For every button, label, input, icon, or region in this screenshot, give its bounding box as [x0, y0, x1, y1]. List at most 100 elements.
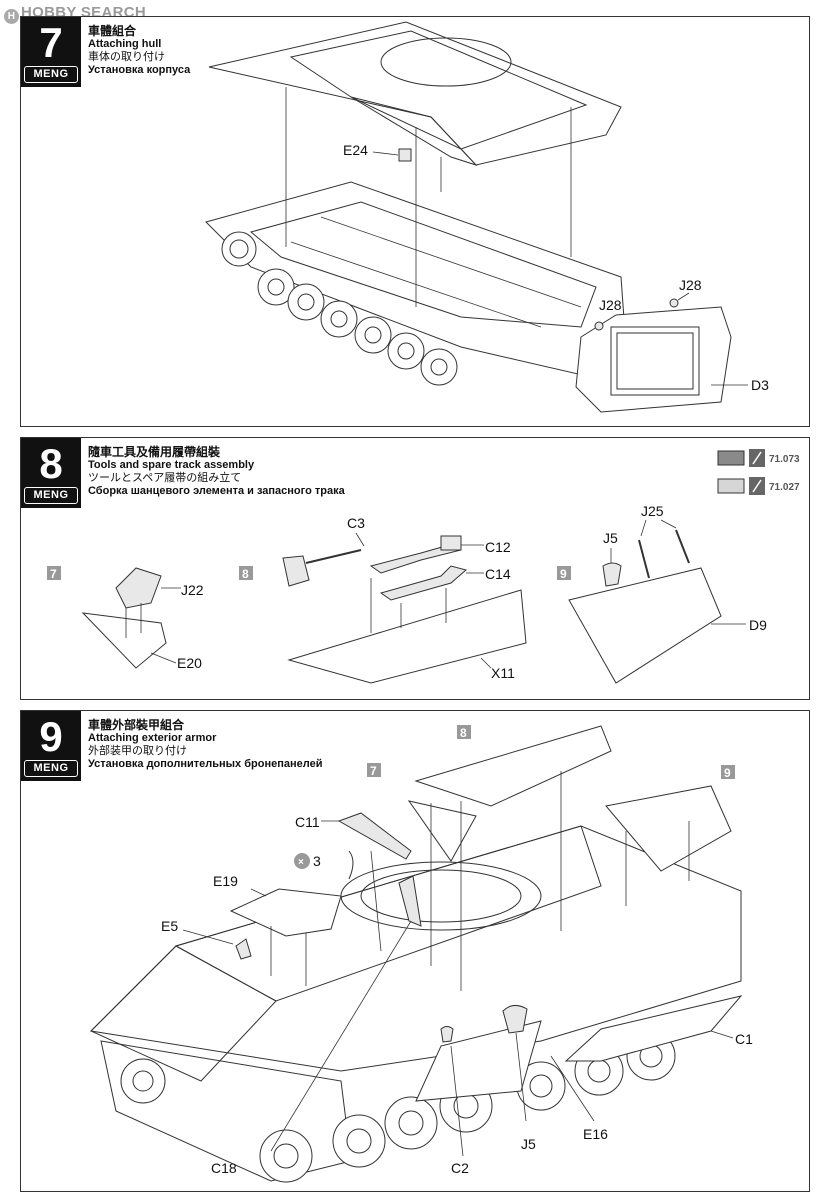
title-en: Tools and spare track assembly [88, 459, 255, 471]
upper-hull-part [208, 21, 622, 167]
title-ru: Установка корпуса [88, 64, 191, 76]
step-badge: 8 MENG [21, 438, 81, 508]
e24-part [398, 148, 412, 162]
step-title: 車體組合 Attaching hull 車体の取り付け Установка ко… [88, 25, 190, 77]
part-label-c3: C3 [347, 515, 365, 531]
sub-step-9-marker [557, 566, 571, 580]
quantity-count: 3 [313, 853, 321, 869]
part-label-d3: D3 [751, 377, 769, 393]
hose-part [348, 850, 354, 880]
part-label-e24: E24 [343, 142, 368, 158]
c3-shovel [282, 555, 310, 587]
sub-step-9-label: 9 [560, 567, 567, 581]
e20-plate [81, 612, 167, 669]
ref-9-marker [721, 765, 735, 779]
title-ja: ツールとスペア履帯の組み立て [88, 472, 242, 484]
ref-7-marker [367, 763, 381, 777]
j28-part [669, 298, 679, 308]
paint-chip-dark [717, 450, 745, 466]
title-ru: Установка дополнительных бронепанелей [88, 758, 323, 770]
j5-part [602, 562, 622, 587]
side-armor-plate [415, 1020, 542, 1102]
step-title: 隨車工具及備用履帶組裝 Tools and spare track assemb… [88, 446, 345, 498]
paint-code-71027: 71.027 [769, 482, 800, 493]
part-label-c1: C1 [735, 1031, 753, 1047]
ref-7-label: 7 [370, 764, 377, 778]
sub-assembly-8 [414, 725, 612, 807]
e5-part [235, 938, 252, 960]
c18-part [398, 875, 422, 927]
hull-assembly-drawing: E24 D3 J28 J28 [205, 21, 769, 413]
ref-9-label: 9 [724, 766, 731, 780]
title-ru: Сборка шанцевого элемента и запасного тр… [88, 485, 345, 497]
sub-step-7-label: 7 [50, 567, 57, 581]
part-label-j5: J5 [603, 530, 618, 546]
part-label-e16: E16 [583, 1126, 608, 1142]
j5-part-hull [502, 1005, 528, 1034]
part-label-j22: J22 [181, 582, 204, 598]
armor-assembly-drawing: 8 7 9 C11 × 3 E19 E5 C1 J5 [89, 725, 753, 1183]
part-label-j5: J5 [521, 1136, 536, 1152]
title-zh: 車體組合 [88, 24, 137, 38]
ref-8-marker [457, 725, 471, 739]
part-label-c2: C2 [451, 1160, 469, 1176]
title-zh: 車體外部裝甲組合 [88, 718, 185, 732]
j22-part [115, 567, 162, 609]
sub-assembly-7 [407, 800, 477, 862]
part-label-d9: D9 [749, 617, 767, 633]
step-title: 車體外部裝甲組合 Attaching exterior armor 外部装甲の取… [88, 719, 322, 771]
part-label-c12: C12 [485, 539, 511, 555]
step-badge: 9 MENG [21, 711, 81, 781]
step-badge: 7 MENG [21, 17, 81, 87]
part-label-c18: C18 [211, 1160, 237, 1176]
hobby-search-logo-icon: H [4, 9, 19, 24]
title-en: Attaching hull [88, 38, 162, 50]
c1-plate [564, 995, 743, 1062]
step-7-panel: 7 MENG 車體組合 Attaching hull 車体の取り付け Устан… [20, 16, 810, 427]
c11-part [337, 812, 412, 860]
j28-part-left [594, 321, 604, 331]
step-9-panel: 9 MENG 車體外部裝甲組合 Attaching exterior armor… [20, 710, 810, 1192]
part-label-e19: E19 [213, 873, 238, 889]
paint-chip-light [717, 478, 745, 494]
x11-plate [287, 589, 527, 684]
part-label-x11: X11 [491, 665, 515, 681]
meng-logo: MENG [24, 487, 78, 504]
part-label-e20: E20 [177, 655, 202, 671]
meng-logo: MENG [24, 66, 78, 83]
title-ja: 車体の取り付け [88, 51, 165, 63]
step-number: 7 [39, 19, 63, 66]
c12-head [440, 535, 462, 551]
sub-step-7-marker [47, 566, 61, 580]
e19-part [229, 888, 342, 937]
part-label-j28-right: J28 [679, 277, 702, 293]
meng-logo: MENG [24, 760, 78, 777]
title-ja: 外部装甲の取り付け [88, 745, 187, 757]
title-en: Attaching exterior armor [88, 732, 217, 744]
j25-part-2 [675, 529, 690, 564]
j25-part [638, 539, 650, 579]
title-zh: 隨車工具及備用履帶組裝 [88, 445, 221, 459]
sub-assembly-9 [605, 785, 732, 872]
part-label-c11: C11 [295, 814, 320, 830]
c2-part [440, 1026, 454, 1043]
tools-assembly-drawing: 71.073 71.027 7 J22 E20 8 C3 C12 C14 [47, 449, 800, 684]
step-number: 9 [39, 713, 63, 760]
svg-text:×: × [298, 857, 304, 868]
d3-rear-plate [575, 306, 732, 413]
paint-code-71073: 71.073 [769, 454, 800, 465]
part-label-j25: J25 [641, 503, 664, 519]
part-label-c14: C14 [485, 566, 511, 582]
d9-plate [568, 567, 722, 684]
road-wheels [221, 231, 458, 386]
step-number: 8 [39, 440, 63, 487]
sub-step-8-marker [239, 566, 253, 580]
part-label-j28-left: J28 [599, 297, 622, 313]
step-8-panel: 8 MENG 隨車工具及備用履帶組裝 Tools and spare track… [20, 437, 810, 700]
vehicle-hull [89, 825, 742, 1082]
quantity-x-icon [294, 853, 310, 869]
part-label-e5: E5 [161, 918, 178, 934]
ref-8-label: 8 [460, 726, 467, 740]
c14-part [379, 565, 468, 601]
sub-step-8-label: 8 [242, 567, 249, 581]
